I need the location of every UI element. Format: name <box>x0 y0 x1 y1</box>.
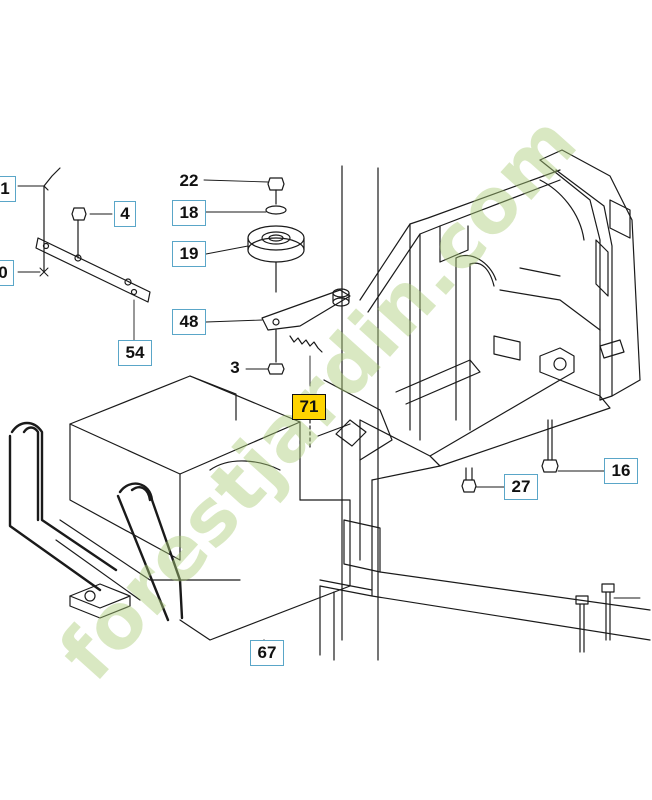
rod-1 <box>39 167 61 277</box>
callout-71: 71 <box>292 394 326 420</box>
callout-19: 19 <box>172 241 206 267</box>
leader-lines <box>17 179 641 599</box>
bolt-4 <box>71 207 87 259</box>
callout-22: 22 <box>179 171 199 190</box>
callout-4: 4 <box>114 201 136 227</box>
bolt-16 <box>541 419 559 473</box>
callout-18: 18 <box>172 200 206 226</box>
callout-54: 54 <box>118 340 152 366</box>
pins-lower-right <box>575 583 615 653</box>
bracket-54 <box>35 237 151 303</box>
bolt-27 <box>461 467 477 493</box>
bumper-tubes <box>8 421 184 622</box>
callout-27: 27 <box>504 474 538 500</box>
front-tray <box>55 375 351 641</box>
callout-48: 48 <box>172 309 206 335</box>
frame <box>317 149 651 661</box>
callout-0: 0 <box>0 260 14 286</box>
callout-3: 3 <box>230 358 240 377</box>
callout-1: 1 <box>0 176 16 202</box>
callout-67: 67 <box>250 640 284 666</box>
pulley-assembly <box>247 177 351 375</box>
callout-16: 16 <box>604 458 638 484</box>
hitch-plate <box>69 583 131 619</box>
